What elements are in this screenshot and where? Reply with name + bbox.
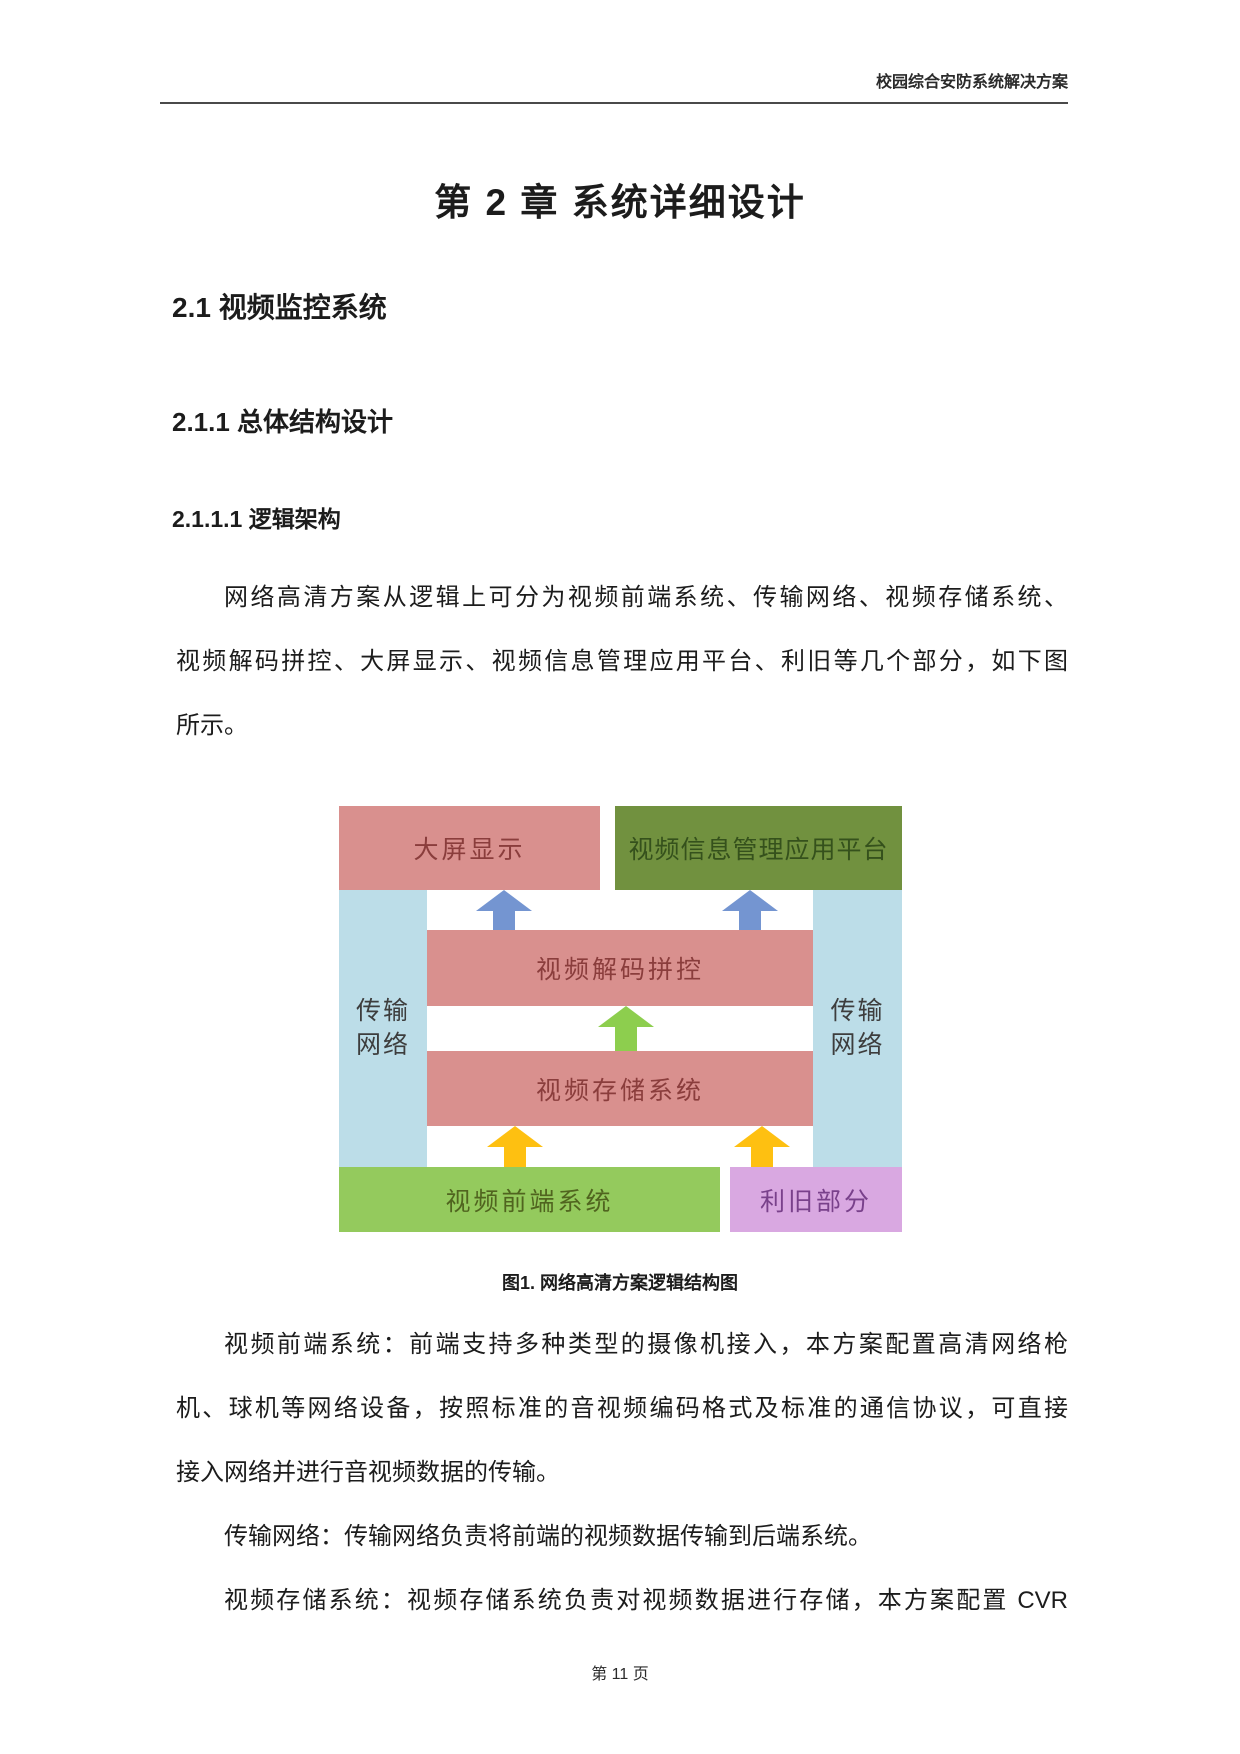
up-arrow-icon bbox=[734, 1126, 790, 1167]
diagram-box-label: 视频存储系统 bbox=[535, 1076, 704, 1105]
diagram-box-video-decode: 视频解码拼控 bbox=[427, 930, 813, 1006]
paragraph-intro: 网络高清方案从逻辑上可分为视频前端系统、传输网络、视频存储系统、 视频解码拼控、… bbox=[176, 566, 1068, 758]
up-arrow-icon bbox=[487, 1126, 543, 1167]
diagram-box-label: 视频信息管理应用平台 bbox=[628, 836, 889, 864]
diagram-box-label: 传输网络 bbox=[355, 996, 410, 1059]
paragraph-line: 视频前端系统：前端支持多种类型的摄像机接入，本方案配置高清网络枪 bbox=[224, 1331, 1068, 1358]
diagram-box-label: 大屏显示 bbox=[413, 836, 526, 864]
subsection-heading: 2.1.1 总体结构设计 bbox=[172, 407, 394, 437]
page-number: 第 11 页 bbox=[591, 1666, 649, 1683]
paragraph-network: 传输网络：传输网络负责将前端的视频数据传输到后端系统。 bbox=[176, 1505, 1068, 1569]
diagram-box-label: 传输网络 bbox=[830, 996, 885, 1059]
diagram-box-video-info-platform: 视频信息管理应用平台 bbox=[615, 806, 902, 890]
diagram-box-label: 利旧部分 bbox=[759, 1187, 872, 1216]
diagram-box-transmission-network-left: 传输网络 bbox=[339, 890, 427, 1167]
document-title: 校园综合安防系统解决方案 bbox=[875, 74, 1068, 91]
logic-architecture-diagram: 大屏显示 视频信息管理应用平台 传输网络 传输网络 视频解码拼控 视频存储系统 … bbox=[339, 806, 902, 1232]
paragraph-line: 视频存储系统：视频存储系统负责对视频数据进行存储，本方案配置 CVR bbox=[224, 1587, 1068, 1614]
paragraph-storage: 视频存储系统：视频存储系统负责对视频数据进行存储，本方案配置 CVR bbox=[176, 1569, 1068, 1633]
paragraph-line: 传输网络：传输网络负责将前端的视频数据传输到后端系统。 bbox=[224, 1523, 872, 1550]
diagram-box-transmission-network-right: 传输网络 bbox=[813, 890, 902, 1167]
page-footer: 第 11 页 bbox=[0, 1660, 1240, 1690]
diagram-box-legacy-part: 利旧部分 bbox=[730, 1167, 902, 1232]
diagram-box-video-storage: 视频存储系统 bbox=[427, 1051, 813, 1126]
subsubsection-heading: 2.1.1.1 逻辑架构 bbox=[172, 506, 341, 532]
chapter-heading: 第 2 章 系统详细设计 bbox=[434, 182, 806, 223]
section-heading: 2.1 视频监控系统 bbox=[172, 292, 387, 323]
diagram-box-label: 视频解码拼控 bbox=[535, 956, 704, 984]
paragraph-line: 接入网络并进行音视频数据的传输。 bbox=[176, 1459, 560, 1486]
paragraph-frontend: 视频前端系统：前端支持多种类型的摄像机接入，本方案配置高清网络枪 机、球机等网络… bbox=[176, 1313, 1068, 1505]
up-arrow-icon bbox=[598, 1006, 654, 1051]
figure-caption: 图1. 网络高清方案逻辑结构图 bbox=[501, 1273, 738, 1293]
diagram-box-video-frontend: 视频前端系统 bbox=[339, 1167, 720, 1232]
paragraph-line: 网络高清方案从逻辑上可分为视频前端系统、传输网络、视频存储系统、 bbox=[224, 584, 1068, 611]
diagram-box-screen-display: 大屏显示 bbox=[339, 806, 600, 890]
page-header: 校园综合安防系统解决方案 bbox=[160, 68, 1068, 104]
up-arrow-icon bbox=[722, 890, 778, 930]
up-arrow-icon bbox=[476, 890, 532, 930]
paragraph-line: 所示。 bbox=[176, 712, 248, 739]
diagram-box-label: 视频前端系统 bbox=[445, 1187, 614, 1216]
paragraph-line: 视频解码拼控、大屏显示、视频信息管理应用平台、利旧等几个部分，如下图 bbox=[176, 648, 1068, 675]
paragraph-line: 机、球机等网络设备，按照标准的音视频编码格式及标准的通信协议，可直接 bbox=[176, 1395, 1068, 1422]
